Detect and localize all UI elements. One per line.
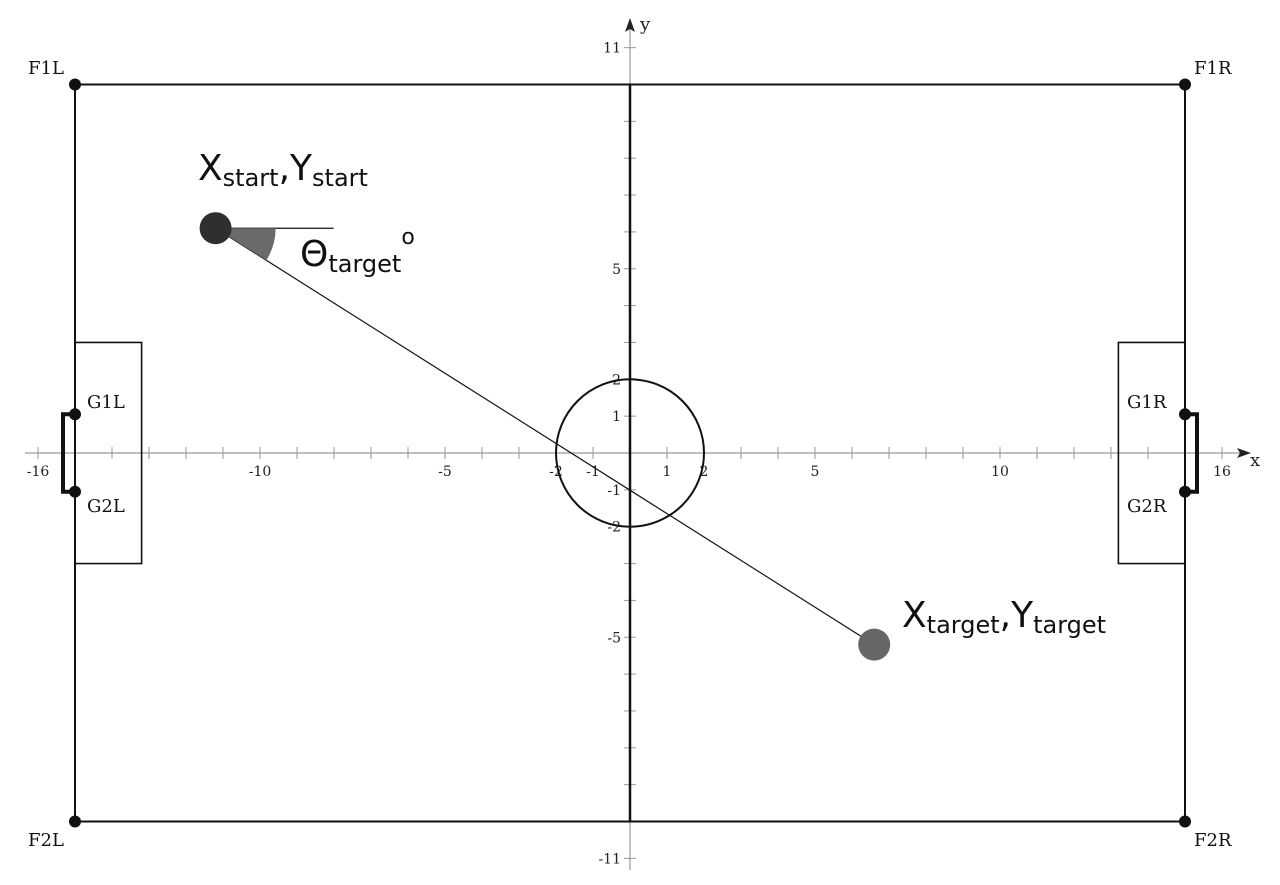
x-tick-label: 10 [991, 464, 1009, 480]
x-tick-label: -10 [249, 464, 272, 480]
goal-label-g2l: G2L [87, 496, 125, 517]
x-axis-label: x [1250, 450, 1260, 471]
angle-label: Θtargeto [300, 225, 415, 278]
target-y-symbol: Y [1010, 595, 1034, 636]
corner-label-f2l: F2L [28, 830, 64, 851]
corner-point-f2l [69, 815, 81, 828]
soccer-field [61, 78, 1199, 828]
corner-label-f1l: F1L [28, 58, 64, 79]
start-y-symbol: Y [289, 148, 313, 189]
x-tick-label: 2 [700, 464, 709, 480]
y-axis-label: y [639, 14, 651, 35]
angle-degree-superscript: o [401, 225, 414, 250]
target-separator: , [1000, 595, 1011, 636]
x-tick-label: -1 [586, 464, 600, 480]
start-position-label: Xstart,Ystart [198, 148, 368, 192]
corner-label-f1r: F1R [1194, 58, 1232, 79]
y-tick-label: -11 [598, 851, 621, 867]
start-x-symbol: X [198, 148, 223, 189]
x-tick-label: -5 [438, 464, 452, 480]
right-goal-box [1117, 341, 1186, 565]
target-y-subscript: target [1033, 611, 1106, 639]
y-tick-label: -2 [607, 520, 621, 536]
y-tick-label: 1 [612, 409, 621, 425]
x-axis-arrow-icon [1237, 448, 1251, 458]
target-position-label: Xtarget,Ytarget [902, 595, 1106, 639]
y-tick-label: -5 [607, 630, 621, 646]
start-point [199, 212, 232, 245]
angle-wedge [215, 228, 276, 261]
goal-point-g1r [1179, 408, 1191, 421]
corner-point-f2r [1179, 815, 1191, 828]
corner-point-f1r [1179, 78, 1191, 91]
goal-point-g2r [1179, 485, 1191, 498]
y-tick-label: -1 [607, 483, 621, 499]
goal-label-g2r: G2R [1127, 496, 1167, 517]
y-tick-label: 5 [612, 262, 621, 278]
center-circle [555, 378, 705, 528]
start-x-subscript: start [223, 164, 279, 192]
target-x-symbol: X [902, 595, 927, 636]
goal-point-g2l [69, 485, 81, 498]
goal-label-g1l: G1L [87, 392, 125, 413]
start-y-subscript: start [312, 164, 368, 192]
corner-label-f2r: F2R [1194, 830, 1232, 851]
goal-label-g1r: G1R [1127, 392, 1167, 413]
angle-theta-symbol: Θ [300, 234, 328, 275]
x-tick-label: -16 [27, 464, 50, 480]
trajectory-line [215, 227, 875, 646]
x-tick-label: 5 [811, 464, 820, 480]
y-axis-arrow-icon [625, 18, 635, 32]
x-tick-label: 1 [663, 464, 672, 480]
start-separator: , [279, 148, 290, 189]
target-point [858, 628, 891, 661]
corner-point-f1l [69, 78, 81, 91]
goal-point-g1l [69, 408, 81, 421]
x-tick-label: 16 [1213, 464, 1231, 480]
angle-subscript: target [328, 250, 401, 278]
y-tick-label: 11 [603, 41, 621, 57]
left-goal-box [74, 341, 143, 565]
target-x-subscript: target [927, 611, 1000, 639]
